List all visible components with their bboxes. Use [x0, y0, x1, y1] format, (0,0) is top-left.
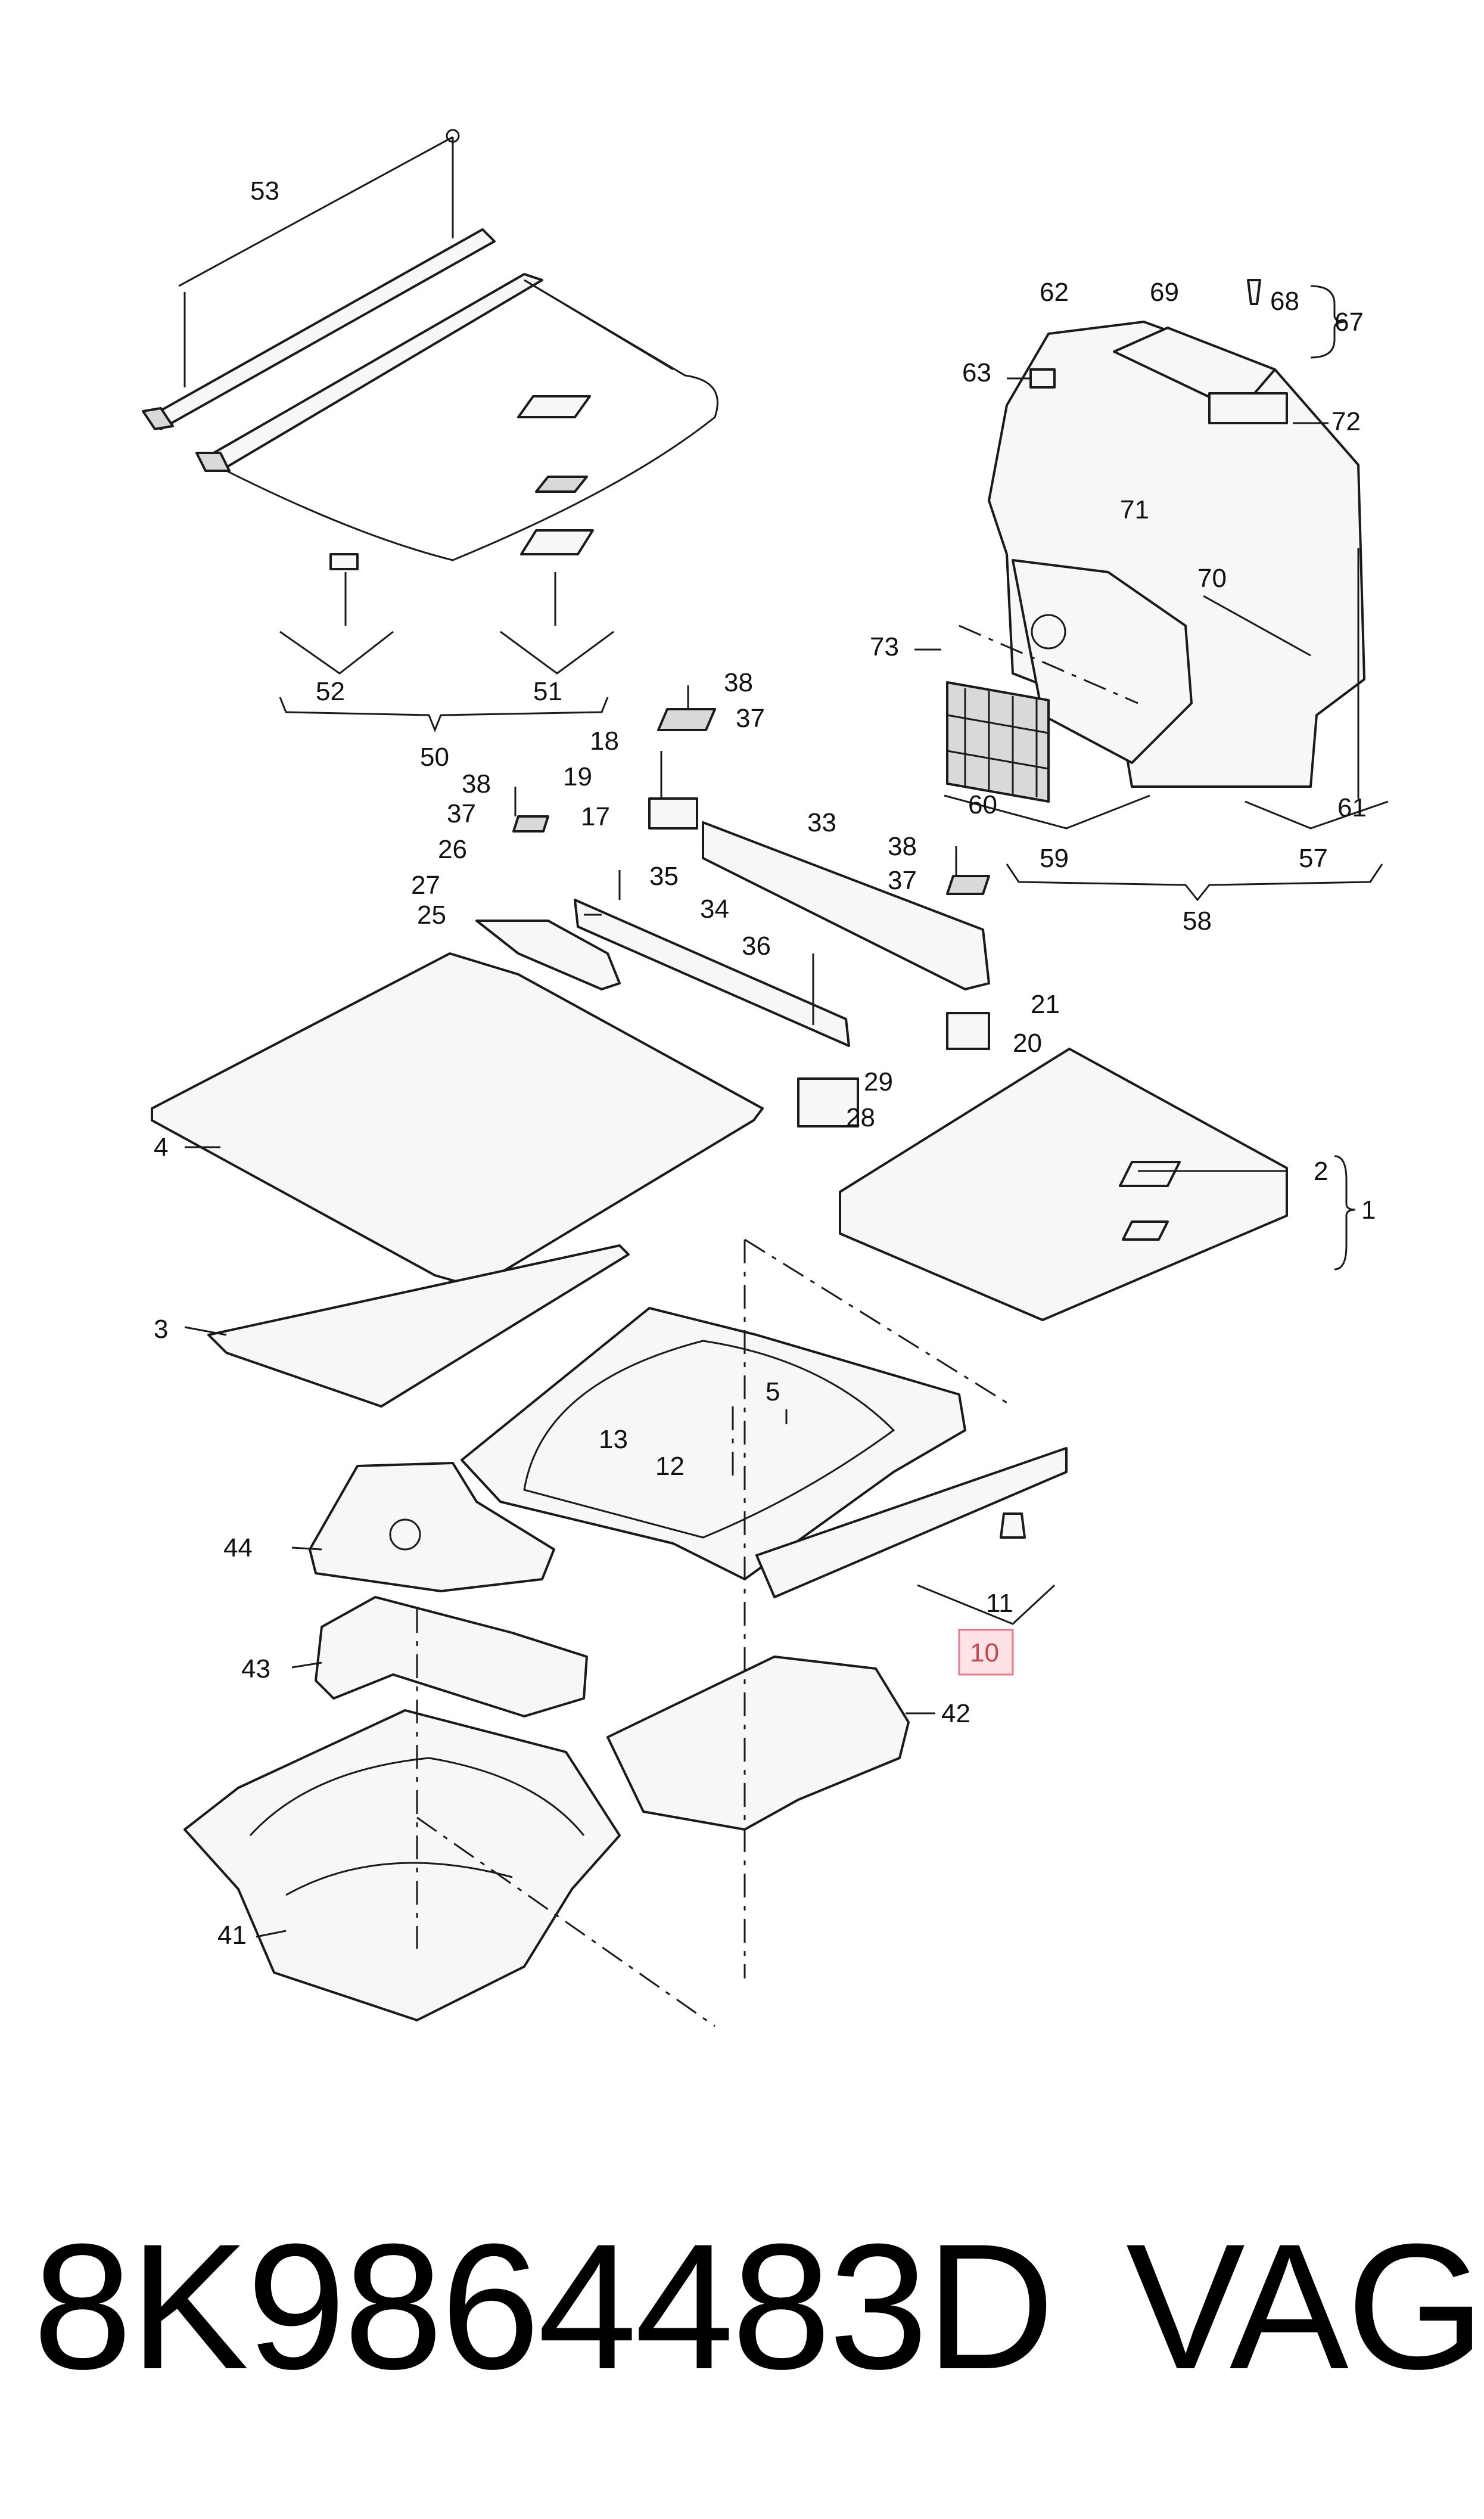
label-20: 20	[1013, 1029, 1042, 1058]
spare-wheel-well-parts	[183, 1462, 910, 2021]
grouping-brackets	[279, 285, 1389, 1625]
label-53: 53	[250, 176, 279, 206]
part-number-caption: 8K9864483D	[33, 2206, 1055, 2406]
label-41: 41	[217, 1921, 247, 1950]
label-35: 35	[649, 862, 679, 891]
label-37-a: 37	[736, 704, 765, 733]
label-58: 58	[1183, 906, 1212, 936]
label-3: 3	[154, 1315, 168, 1344]
label-13: 13	[599, 1425, 628, 1454]
label-44: 44	[223, 1533, 253, 1563]
leader-lines	[184, 377, 1329, 1938]
label-43: 43	[241, 1654, 270, 1684]
label-36: 36	[742, 931, 771, 961]
luggage-cover-assembly	[142, 129, 718, 626]
label-29: 29	[864, 1067, 893, 1097]
highlight-box-10	[958, 1629, 1014, 1676]
label-10-highlighted: 10	[970, 1638, 999, 1667]
label-60: 60	[968, 790, 997, 819]
label-62: 62	[1040, 278, 1069, 307]
label-1: 1	[1361, 1195, 1376, 1225]
label-38-c: 38	[888, 832, 917, 861]
label-34: 34	[700, 894, 729, 924]
label-28: 28	[846, 1103, 875, 1132]
label-63: 63	[962, 358, 991, 387]
label-70: 70	[1197, 564, 1227, 593]
rails-and-brackets	[475, 685, 990, 1128]
side-trim-panel	[946, 279, 1365, 803]
label-26: 26	[438, 835, 467, 864]
brand-caption: VAG	[1126, 2206, 1484, 2406]
label-19: 19	[563, 762, 592, 791]
label-69: 69	[1150, 278, 1179, 307]
label-57: 57	[1299, 844, 1328, 873]
label-67: 67	[1334, 308, 1364, 337]
label-42: 42	[941, 1699, 970, 1728]
floor-panels	[151, 952, 1288, 1598]
label-12: 12	[655, 1452, 685, 1481]
label-68: 68	[1270, 287, 1299, 316]
label-73: 73	[870, 632, 899, 661]
label-17: 17	[581, 802, 610, 831]
label-51: 51	[533, 677, 562, 706]
label-72: 72	[1331, 407, 1361, 436]
label-37-b: 37	[447, 799, 476, 828]
label-5: 5	[766, 1377, 780, 1406]
label-25: 25	[417, 900, 446, 930]
label-2: 2	[1314, 1157, 1328, 1186]
label-52: 52	[316, 677, 345, 706]
label-37-c: 37	[888, 866, 917, 895]
label-38-b: 38	[462, 769, 491, 799]
label-71: 71	[1120, 495, 1149, 524]
guide-lines	[416, 625, 1138, 2027]
label-11: 11	[986, 1589, 1013, 1618]
callout-numbers: 53 52 51 50 62 69 68 67 63 72 71 70 73 6…	[154, 176, 1376, 1950]
label-38-a: 38	[724, 668, 753, 697]
label-21: 21	[1031, 990, 1060, 1019]
label-4: 4	[154, 1133, 168, 1162]
label-59: 59	[1040, 844, 1069, 873]
label-61: 61	[1337, 793, 1367, 822]
label-50: 50	[420, 743, 449, 772]
label-27: 27	[411, 871, 440, 900]
label-33: 33	[807, 808, 836, 837]
label-18: 18	[590, 726, 619, 756]
